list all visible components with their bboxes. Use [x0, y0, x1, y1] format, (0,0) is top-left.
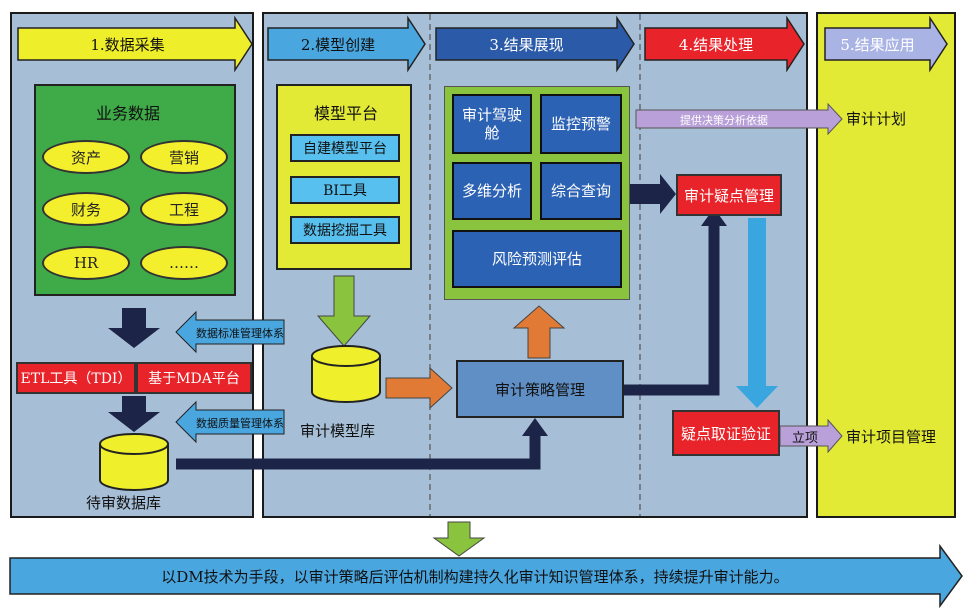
stage-label-2: 2.模型创建	[300, 35, 376, 54]
business-item-marketing: 营销	[140, 140, 228, 174]
business-data-title: 业务数据	[96, 104, 161, 123]
arrow-etl-to-db	[108, 396, 160, 432]
stage-label-3: 3.结果展现	[489, 35, 564, 54]
connector-strategy-to-suspect	[624, 222, 720, 396]
strategy-management-box: 审计策略管理	[456, 360, 624, 418]
suspect-management-box: 审计疑点管理	[676, 174, 782, 216]
pending-db-label: 待审数据库	[86, 494, 162, 512]
arrow-platform-to-modeldb	[316, 275, 372, 347]
arrow-to-banner	[432, 521, 486, 557]
arrow-suspect-to-evidence	[736, 218, 778, 408]
quality-arrow	[175, 400, 285, 444]
business-item-hr: HR	[42, 246, 130, 280]
model-db-label: 审计模型库	[300, 422, 376, 440]
stage-arrow-3	[435, 15, 635, 73]
comprehensive-query-cell: 综合查询	[540, 162, 622, 220]
banner-arrow	[9, 543, 963, 609]
cockpit-cell: 审计驾驶舱	[452, 94, 532, 154]
multidim-analysis-cell: 多维分析	[452, 162, 532, 220]
stage-label-4: 4.结果处理	[678, 35, 754, 54]
decision-arrow-label: 提供决策分析依据	[680, 114, 768, 127]
model-item-self-built: 自建模型平台	[290, 134, 400, 162]
business-item-engineering: 工程	[140, 192, 228, 226]
project-arrow	[779, 418, 843, 454]
business-item-finance: 财务	[42, 192, 130, 226]
audit-plan-label: 审计计划	[846, 110, 907, 128]
project-arrow-label: 立项	[792, 431, 819, 446]
connector-db-to-strategy	[176, 432, 541, 470]
stage-arrow-5	[824, 15, 948, 73]
standards-arrow-label: 数据标准管理体系	[196, 327, 284, 340]
quality-arrow-label: 数据质量管理体系	[196, 417, 284, 430]
model-db-cylinder	[311, 345, 381, 403]
evidence-verification-box: 疑点取证验证	[672, 410, 780, 456]
application-panel	[816, 12, 956, 518]
arrow-strategy-to-display	[512, 305, 566, 359]
arrow-display-to-suspect	[628, 174, 676, 214]
arrow-business-to-etl	[108, 308, 160, 348]
business-item-asset: 资产	[42, 140, 130, 174]
stage-arrow-4	[644, 15, 805, 73]
model-platform-title: 模型平台	[314, 104, 379, 123]
standards-arrow	[175, 310, 285, 354]
decision-arrow	[635, 102, 843, 136]
etl-tool-box: ETL工具（TDI）	[16, 362, 136, 394]
risk-assessment-cell: 风险预测评估	[452, 230, 622, 288]
arrow-modeldb-to-strategy	[385, 366, 453, 410]
model-item-bi: BI工具	[290, 176, 400, 204]
business-item-more: ……	[140, 246, 228, 280]
stage-arrow-1	[17, 15, 253, 73]
monitoring-cell: 监控预警	[540, 94, 622, 154]
project-management-label: 审计项目管理	[846, 428, 937, 446]
stage-label-1: 1.数据采集	[90, 35, 165, 54]
stage-label-5: 5.结果应用	[840, 35, 915, 54]
model-item-mining: 数据挖掘工具	[290, 216, 400, 244]
mda-platform-box: 基于MDA平台	[136, 362, 252, 394]
banner-text: 以DM技术为手段，以审计策略后评估机制构建持久化审计知识管理体系，持续提升审计能…	[161, 568, 789, 586]
stage-arrow-2	[267, 15, 426, 73]
pending-db-cylinder	[99, 433, 169, 491]
